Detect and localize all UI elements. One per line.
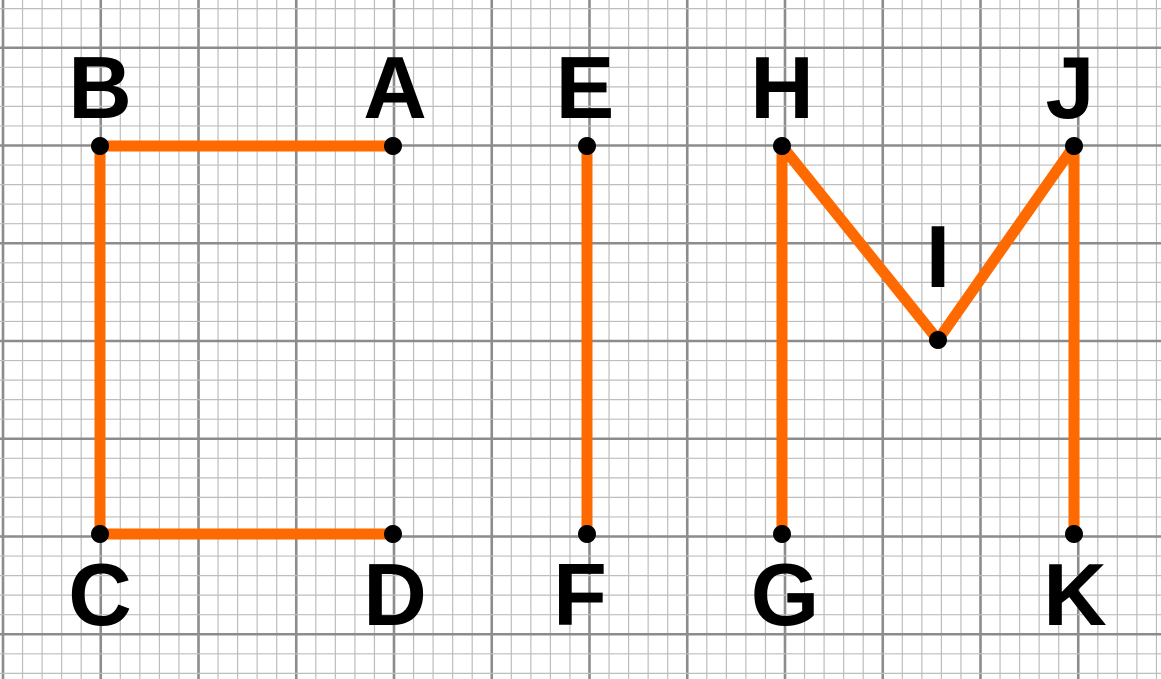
point-labels: A B C D E F G H I J K: [68, 38, 1107, 644]
point-h: [773, 137, 791, 155]
label-c: C: [68, 545, 132, 644]
point-a: [384, 137, 402, 155]
label-g: G: [751, 545, 819, 644]
label-i: I: [926, 207, 950, 306]
label-d: D: [363, 545, 427, 644]
label-a: A: [363, 38, 427, 137]
point-g: [773, 525, 791, 543]
label-j: J: [1046, 38, 1095, 137]
point-j: [1065, 137, 1083, 155]
point-f: [578, 525, 596, 543]
segments: [94, 140, 1080, 540]
label-f: F: [553, 545, 607, 644]
point-b: [91, 137, 109, 155]
label-e: E: [556, 38, 615, 137]
segment-ij: [932, 140, 1080, 346]
label-b: B: [68, 38, 132, 137]
point-i: [929, 331, 947, 349]
point-d: [384, 525, 402, 543]
point-e: [578, 137, 596, 155]
point-k: [1065, 525, 1083, 543]
segment-hi: [776, 140, 944, 346]
label-k: K: [1043, 545, 1107, 644]
points: [91, 137, 1083, 543]
label-h: H: [750, 38, 814, 137]
point-c: [91, 525, 109, 543]
